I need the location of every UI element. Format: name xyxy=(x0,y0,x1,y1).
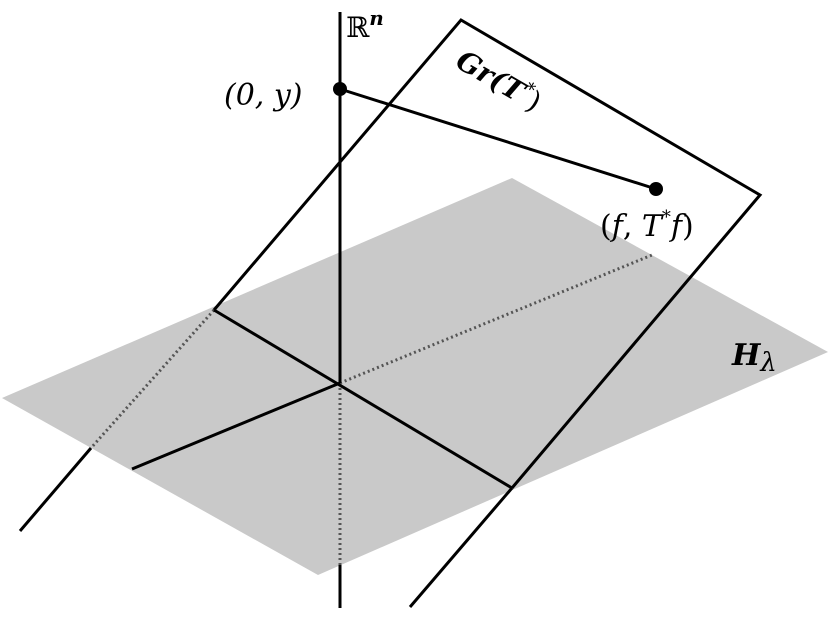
point-zero-y xyxy=(333,82,347,96)
graph-right-edge-lower xyxy=(408,487,514,608)
graph-label: Gr(T*) xyxy=(451,42,549,119)
axis-symbol: ℝ xyxy=(346,11,370,44)
hidden-lines xyxy=(89,253,653,565)
label-f-close: ) xyxy=(682,209,694,244)
label-f-star: * xyxy=(662,207,671,228)
point-f-tstar-f xyxy=(649,182,663,196)
label-f-comma: , xyxy=(623,209,642,244)
label-f-open: ( xyxy=(600,209,612,244)
graph-inner-line-hidden-segment xyxy=(339,253,653,385)
graph-left-edge-lower xyxy=(18,447,93,532)
plane-subscript: λ xyxy=(759,348,776,378)
graph-plane-outline xyxy=(212,18,763,489)
label-f-T: T xyxy=(642,209,664,244)
graph-left-edge-hidden-segment xyxy=(89,309,216,449)
hyperplane-h-lambda xyxy=(2,178,828,575)
plane-cross-line xyxy=(131,381,341,471)
visible-lines xyxy=(18,12,763,608)
axis-exponent: n xyxy=(369,6,384,30)
connecting-segment xyxy=(339,87,657,191)
label-point-zero-y: (0, y) xyxy=(224,78,303,113)
intersection-line xyxy=(213,308,513,490)
axis-label-rn: ℝn xyxy=(346,6,384,44)
plane-letter: H xyxy=(731,338,762,373)
label-point-f-tstar-f: (f, T*f) xyxy=(600,207,694,244)
plane-label: Hλ xyxy=(731,338,777,378)
